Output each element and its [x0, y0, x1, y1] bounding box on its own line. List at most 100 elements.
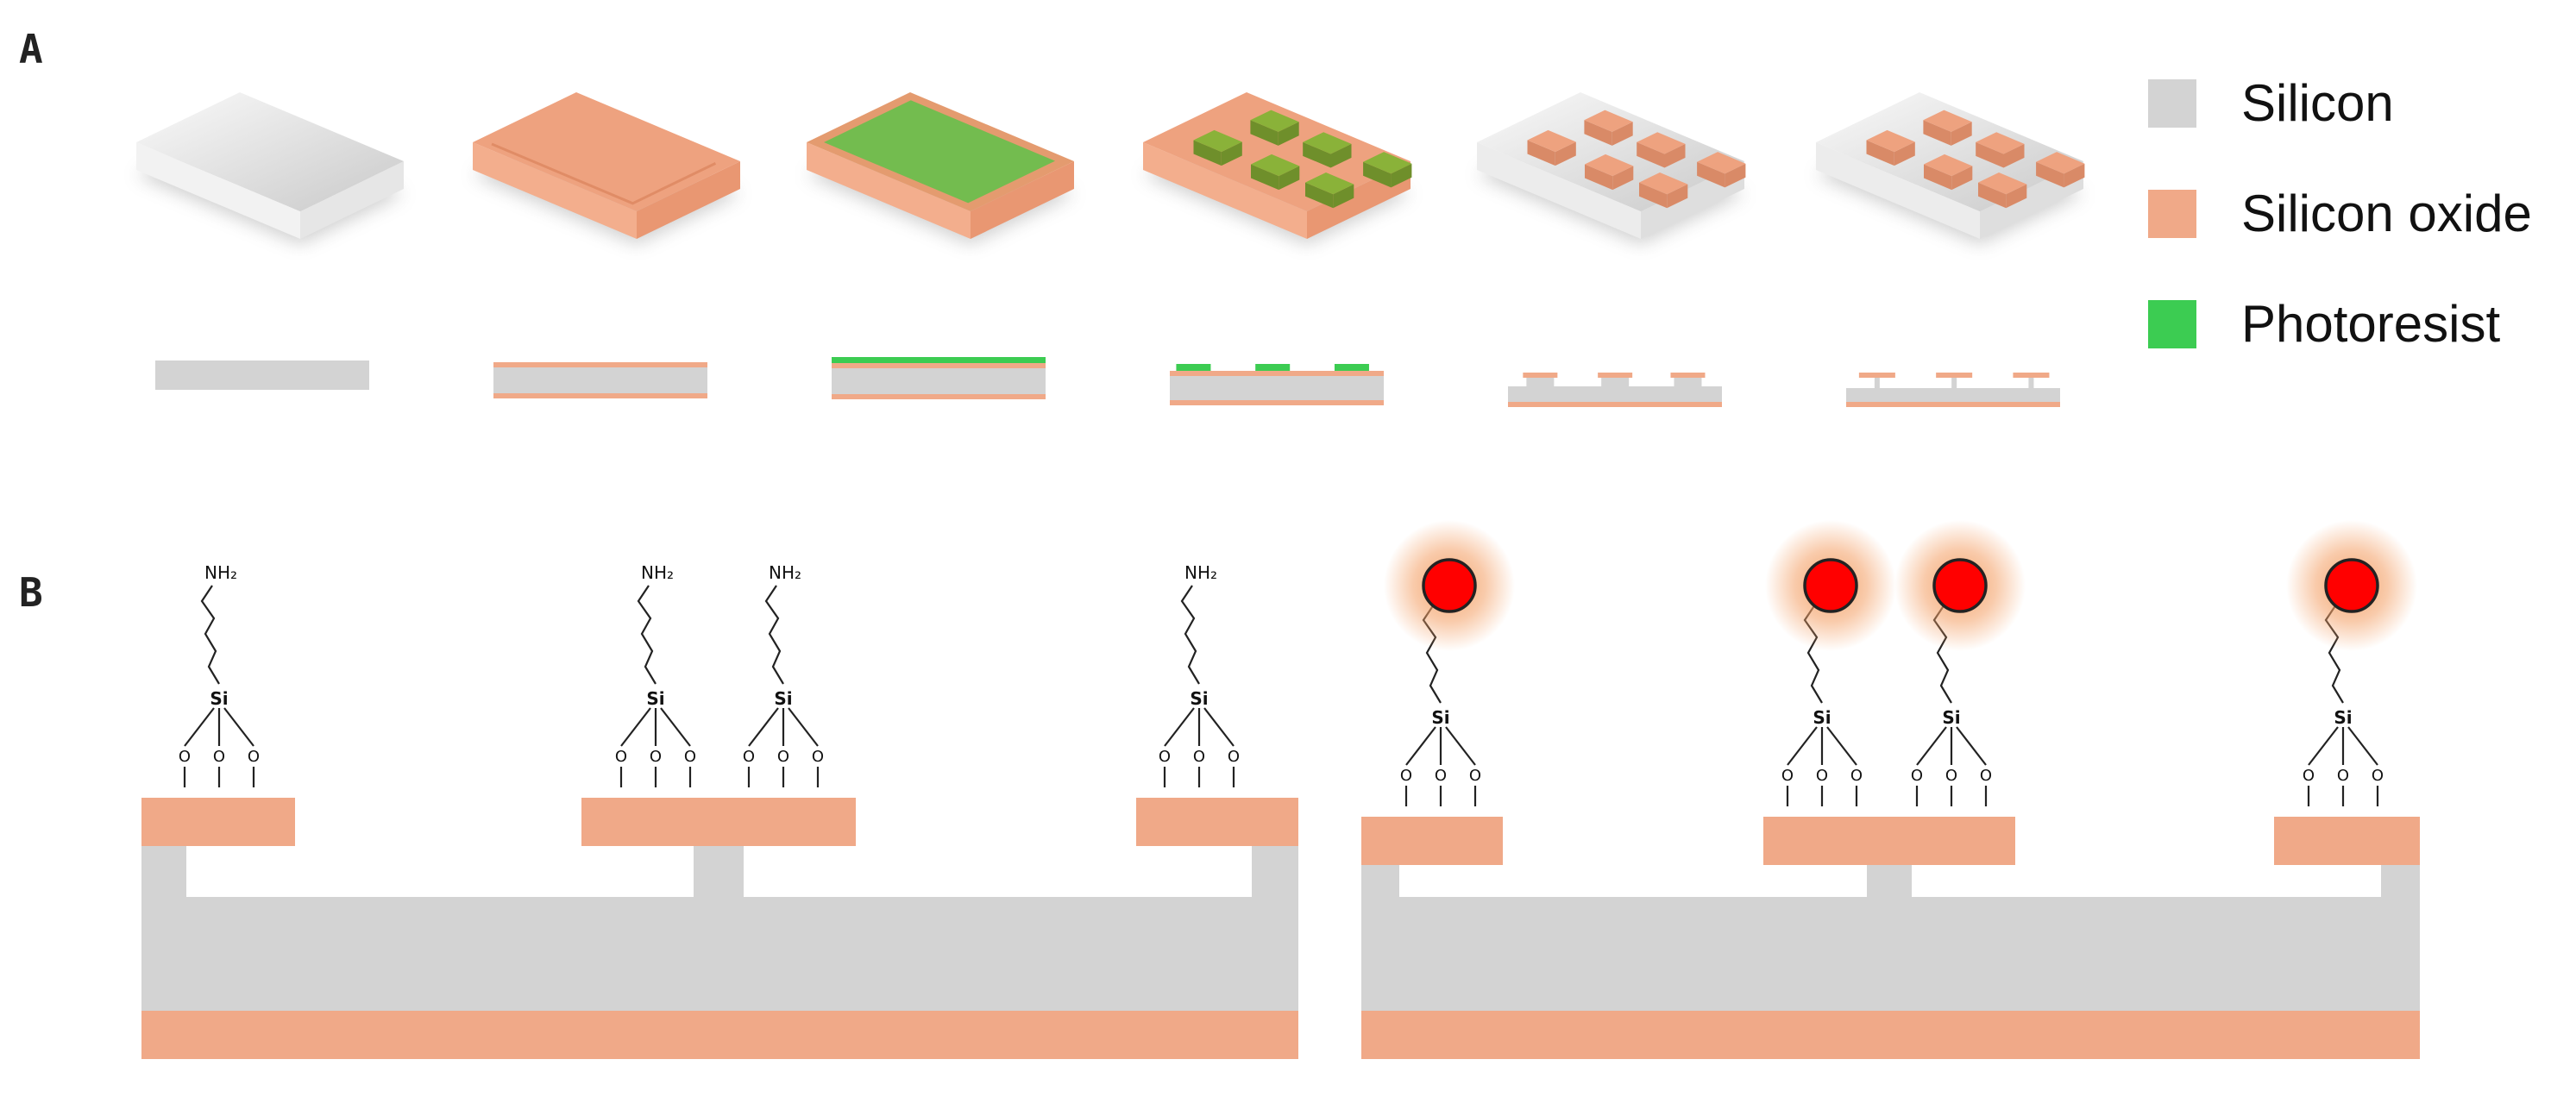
oxide-pad-3d: [1637, 132, 1686, 168]
pad-front: [1924, 164, 1952, 191]
xsec-oxide-pad: [1523, 373, 1558, 378]
silicon-atom-label: Si: [1813, 707, 1831, 728]
pad-front: [1527, 140, 1555, 166]
pad-front: [1303, 141, 1331, 168]
substrate-oxide: [1361, 1011, 2420, 1059]
resist-pad-3d: [1250, 110, 1299, 146]
panel-label-a: A: [19, 26, 43, 72]
oxygen-atom-label: O: [1980, 767, 1992, 785]
oxygen-atom-label: O: [1469, 767, 1481, 785]
silicon-atom-label: Si: [1942, 707, 1960, 728]
legend-swatch-silicon: [2148, 79, 2196, 128]
oxygen-atom-label: O: [2372, 767, 2384, 785]
pad-front: [1697, 161, 1725, 188]
xsec-oxide-pad: [1936, 373, 1973, 378]
oxide-pad-3d: [1697, 152, 1746, 188]
wafer-top-face: [473, 92, 740, 211]
oxygen-atom-label: O: [650, 748, 662, 766]
si-o-bond: [1445, 726, 1476, 766]
legend-label-silicon: Silicon: [2241, 74, 2394, 132]
wafer-front-face: [1477, 142, 1641, 239]
pad-side: [1330, 143, 1352, 168]
oxide-pad-3d: [1584, 110, 1633, 146]
wafer-side-face: [637, 161, 740, 239]
xsec-oxide-pad: [1598, 373, 1633, 378]
xsec-resist-pad: [1334, 364, 1369, 371]
si-o-bond: [748, 707, 779, 747]
si-o-bond: [184, 707, 215, 747]
pad-top: [1527, 129, 1576, 153]
oxygen-atom-label: O: [777, 748, 789, 766]
wafer-front-face: [1143, 142, 1307, 239]
oxide-pad-3d: [1923, 110, 1972, 146]
xsec-silicon-post: [2028, 378, 2034, 388]
oxide-pad-3d: [1976, 132, 2025, 168]
oxygen-atom-label: O: [1850, 767, 1863, 785]
amine-group-label: NH₂: [641, 562, 674, 583]
pad-top: [2036, 152, 2085, 174]
legend: Silicon Silicon oxide Photoresist: [2148, 74, 2532, 353]
fluorescent-dye: [1803, 558, 1858, 613]
pad-side: [1391, 163, 1412, 188]
silicon-pillar: [141, 846, 186, 899]
pad-side: [1279, 166, 1300, 191]
pad-front: [1637, 141, 1665, 168]
fluorescent-dye: [1422, 558, 1477, 613]
pad-side: [2006, 184, 2027, 209]
wafer-edge-line: [491, 142, 717, 205]
silicon-atom-label: Si: [646, 688, 664, 709]
resist-pad-3d: [1305, 172, 1354, 209]
oxygen-atom-label: O: [2337, 767, 2349, 785]
xsec-oxide-bottom: [493, 393, 707, 398]
oxygen-atom-label: O: [1911, 767, 1923, 785]
pad-side: [1725, 163, 1746, 188]
si-o-bond: [620, 707, 651, 747]
amine-group-label: NH₂: [769, 562, 801, 583]
amine-group-label: NH₂: [1184, 562, 1217, 583]
alkyl-chain: [1180, 585, 1200, 685]
pad-top: [1697, 152, 1746, 174]
oxide-pad-3d: [2036, 152, 2085, 188]
pad-side: [1667, 184, 1688, 209]
oxide-pad-3d: [1866, 129, 1915, 166]
silicon-pillar: [2381, 865, 2420, 899]
oxide-pad: [1361, 817, 1503, 865]
oxygen-atom-label: O: [1816, 767, 1828, 785]
si-o-bond: [660, 707, 691, 747]
pad-side: [1664, 143, 1686, 168]
silicon-atom-label: Si: [1431, 707, 1449, 728]
xsec-oxide-bottom: [1846, 402, 2060, 407]
si-o-bond: [1916, 726, 1947, 766]
si-o-bond: [223, 707, 254, 747]
si-o-bond: [1203, 707, 1235, 747]
si-o-bond: [788, 707, 819, 747]
xsec-oxide-top: [1170, 371, 1384, 376]
pad-front: [1584, 120, 1612, 146]
cross-section-row: [155, 357, 2060, 407]
pad-top: [1924, 154, 1973, 177]
oxygen-atom-label: O: [1435, 767, 1447, 785]
oxide-pad: [2274, 817, 2420, 865]
oxide-pad: [141, 798, 295, 846]
oxygen-atom-label: O: [1159, 748, 1171, 766]
pad-top: [1251, 154, 1300, 177]
xsec-oxide-top: [832, 363, 1046, 368]
silicon-pillar: [1867, 865, 1912, 899]
pad-top: [1250, 110, 1299, 132]
pad-front: [1363, 161, 1392, 188]
pad-top: [1866, 129, 1915, 153]
pad-side: [1951, 122, 1972, 146]
xsec-silicon-post: [1951, 378, 1957, 388]
silicon-atom-label: Si: [2334, 707, 2352, 728]
pad-top: [1584, 110, 1633, 132]
xsec-photoresist: [832, 357, 1046, 363]
panel-label-b: B: [19, 569, 43, 616]
xsec-silicon: [1846, 388, 2060, 402]
silicon-base: [1361, 897, 2420, 1011]
amine-group-label: NH₂: [204, 562, 237, 583]
pad-side: [1612, 122, 1633, 146]
alkyl-chain: [764, 585, 784, 685]
wafer-3d-row: [136, 92, 2085, 244]
xsec-silicon: [1508, 386, 1722, 402]
